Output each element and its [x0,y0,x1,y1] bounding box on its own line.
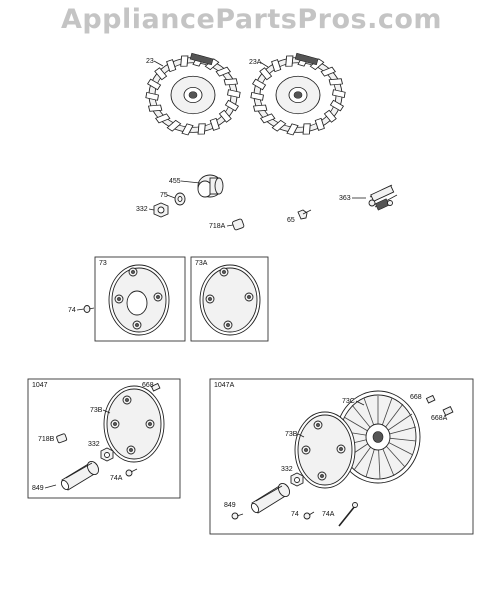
flywheel-23a[interactable] [249,52,347,137]
callout-718b: 718B [38,436,55,443]
callout-65: 65 [287,217,295,224]
callout-332-right: 332 [281,466,293,473]
part-74-screw-left[interactable] [83,305,95,313]
part-668-left[interactable] [150,382,161,392]
box-1047a [209,378,474,535]
box-73-label: 73 [99,260,107,267]
part-668-right[interactable] [425,394,436,404]
screen-73[interactable] [108,264,170,336]
callout-74a-right: 74A [322,511,335,518]
callout-73b-left: 73B [90,407,103,414]
callout-668-right: 668 [410,394,422,401]
part-363[interactable] [368,184,398,211]
callout-23a: 23A [249,59,262,66]
part-668a[interactable] [442,405,454,417]
callout-73b-right: 73B [285,431,298,438]
box-73a [190,256,269,342]
part-455[interactable] [197,174,224,198]
box-73a-label: 73A [195,260,208,267]
part-65-screw[interactable] [297,209,312,220]
callout-668a: 668A [431,415,448,422]
callout-23: 23 [146,58,154,65]
callout-332-top: 332 [136,206,148,213]
box-1047a-label: 1047A [214,382,235,389]
callout-849-right: 849 [224,502,236,509]
screen-73b-left[interactable] [103,385,165,463]
callout-74-right: 74 [291,511,299,518]
callout-74: 74 [68,307,76,314]
callout-849-left: 849 [32,485,44,492]
screen-73a[interactable] [199,264,261,336]
box-1047-label: 1047 [32,382,48,389]
part-332-nut-left[interactable] [100,447,114,462]
box-73 [94,256,186,342]
part-718b[interactable] [56,433,68,444]
callout-73c: 73C [342,398,355,405]
screen-73b-right[interactable] [294,411,356,489]
callout-718a: 718A [209,223,226,230]
watermark: AppliancePartsPros.com [60,4,443,35]
callout-455: 455 [169,178,181,185]
part-332-nut-right[interactable] [290,472,304,487]
callout-332-left: 332 [88,441,100,448]
part-75-washer[interactable] [174,192,186,206]
part-74a-screw-left[interactable] [125,468,138,477]
part-849-screw-right[interactable] [231,512,244,520]
callout-74a-left: 74A [110,475,123,482]
callout-75: 75 [160,192,168,199]
part-74-screw-right[interactable] [303,511,315,520]
screen-73c[interactable] [335,390,421,484]
part-849-starter-cup-left[interactable] [60,459,101,491]
callout-363: 363 [339,195,351,202]
callout-668-left: 668 [142,382,154,389]
part-74a-screw-right[interactable] [338,502,358,527]
part-718a[interactable] [232,218,245,231]
part-332-nut[interactable] [153,202,169,218]
box-1047 [27,378,181,499]
part-849-starter-cup-right[interactable] [250,481,292,514]
flywheel-23[interactable] [144,52,242,137]
